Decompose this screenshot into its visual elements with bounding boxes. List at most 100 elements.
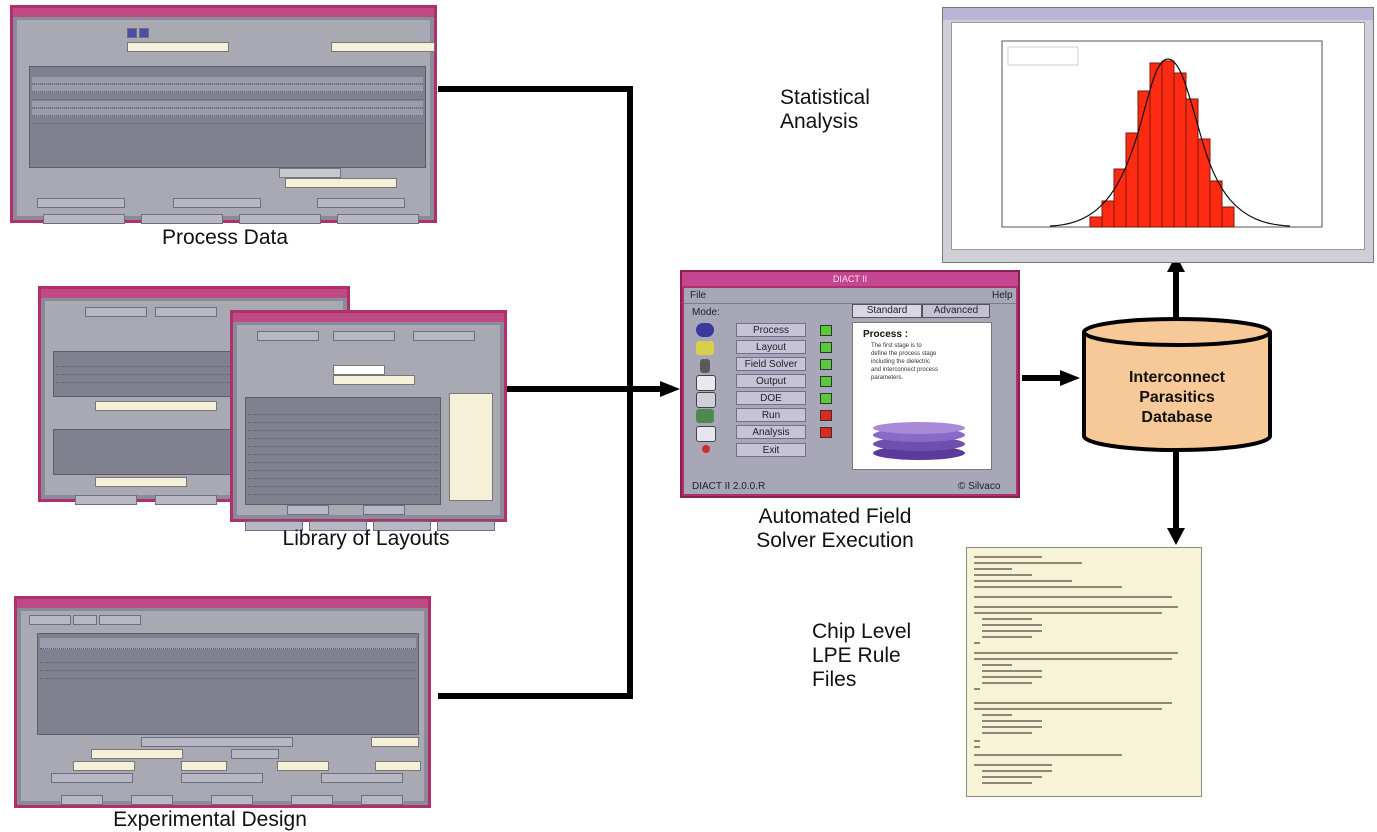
layout-icon	[696, 341, 714, 355]
caption-experimental-design: Experimental Design	[113, 808, 307, 831]
stage-info-line: define the process stage	[871, 351, 937, 357]
rule-file-text-lines	[974, 556, 1178, 784]
input-field[interactable]	[95, 477, 187, 487]
dialog-button[interactable]	[141, 214, 223, 224]
input-field[interactable]	[181, 761, 227, 771]
input-field[interactable]	[73, 761, 135, 771]
dialog-button[interactable]	[61, 795, 103, 805]
status-led-process	[820, 325, 832, 336]
menu-file[interactable]: File	[690, 290, 707, 301]
diact-titlebar: DIACT II	[682, 272, 1018, 286]
step-doe-button[interactable]: DOE	[736, 391, 806, 405]
diact-title: DIACT II	[832, 274, 868, 284]
dialog-button[interactable]	[131, 795, 173, 805]
status-led-output	[820, 376, 832, 387]
status-led-analysis	[820, 427, 832, 438]
process-icon	[696, 323, 714, 337]
action-button[interactable]	[181, 773, 263, 783]
toolbar-icon[interactable]	[127, 28, 137, 38]
dialog-button[interactable]	[43, 214, 125, 224]
step-output-button[interactable]: Output	[736, 374, 806, 388]
action-button[interactable]	[85, 307, 147, 317]
dropdown[interactable]	[141, 737, 293, 747]
dialog-button[interactable]	[155, 495, 217, 505]
copyright-label: © Silvaco	[958, 481, 1001, 492]
action-button[interactable]	[317, 198, 405, 208]
analysis-icon	[696, 426, 716, 442]
stats-legend	[1007, 46, 1079, 66]
tab[interactable]	[29, 615, 71, 625]
field-solver-icon	[700, 359, 710, 373]
input-field[interactable]	[95, 401, 217, 411]
version-label: DIACT II 2.0.0.R	[692, 481, 766, 492]
action-button[interactable]	[413, 331, 475, 341]
mode-standard-tab[interactable]: Standard	[852, 304, 922, 318]
tab[interactable]	[73, 615, 97, 625]
status-led-layout	[820, 342, 832, 353]
stats-menubar	[943, 8, 1373, 20]
step-field-solver-button[interactable]: Field Solver	[736, 357, 806, 371]
dialog-button[interactable]	[373, 521, 431, 531]
dialog-button[interactable]	[437, 521, 495, 531]
input-field[interactable]	[333, 375, 415, 385]
stage-info-line: parameters.	[871, 375, 904, 381]
layer-stack-icon	[873, 422, 965, 460]
mode-advanced-label: Advanced	[933, 305, 979, 316]
input-field[interactable]	[277, 761, 329, 771]
stage-info-line: including the dielectric	[871, 359, 931, 365]
input-field[interactable]	[333, 365, 385, 375]
input-field[interactable]	[375, 761, 421, 771]
action-button[interactable]	[173, 198, 261, 208]
input-field[interactable]	[279, 168, 341, 178]
step-analysis-button[interactable]: Analysis	[736, 425, 806, 439]
dialog-button[interactable]	[361, 795, 403, 805]
output-icon	[696, 375, 716, 391]
mode-standard-label: Standard	[866, 305, 908, 316]
action-button[interactable]	[333, 331, 395, 341]
input-field[interactable]	[91, 749, 183, 759]
layer-table	[29, 66, 426, 168]
dialog-button[interactable]	[211, 795, 253, 805]
stage-info-title: Process :	[863, 329, 909, 340]
action-button[interactable]	[51, 773, 133, 783]
action-button[interactable]	[363, 505, 405, 515]
caption-chip-level-lpe: Chip Level LPE Rule Files	[812, 620, 912, 691]
input-field[interactable]	[371, 737, 419, 747]
action-button[interactable]	[257, 331, 319, 341]
input-field[interactable]	[331, 42, 435, 52]
toolbar-icon[interactable]	[139, 28, 149, 38]
dialog-button[interactable]	[309, 521, 367, 531]
arrow-to-diact	[660, 381, 680, 397]
status-led-doe	[820, 393, 832, 404]
experimental-design-window	[14, 596, 431, 808]
dialog-button[interactable]	[239, 214, 321, 224]
step-run-button[interactable]: Run	[736, 408, 806, 422]
dialog-button[interactable]	[337, 214, 419, 224]
dialog-button[interactable]	[291, 795, 333, 805]
action-button[interactable]	[155, 307, 217, 317]
tab[interactable]	[99, 615, 141, 625]
dropdown[interactable]	[231, 749, 279, 759]
histogram-bars	[1089, 60, 1235, 228]
step-exit-button[interactable]: Exit	[736, 443, 806, 457]
histogram-chart	[1001, 40, 1323, 228]
action-button[interactable]	[37, 198, 125, 208]
parasitics-database-cylinder	[1082, 317, 1272, 452]
menu-help[interactable]: Help	[992, 290, 1013, 301]
window-titlebar	[13, 8, 434, 17]
mode-advanced-tab[interactable]: Advanced	[922, 304, 990, 318]
step-process-button[interactable]: Process	[736, 323, 806, 337]
action-button[interactable]	[287, 505, 329, 515]
stage-info-line: The first stage is to	[871, 343, 922, 349]
dialog-button[interactable]	[245, 521, 303, 531]
action-button[interactable]	[321, 773, 403, 783]
mode-label: Mode:	[692, 307, 720, 318]
exit-icon	[702, 445, 710, 453]
status-led-field-solver	[820, 359, 832, 370]
input-field[interactable]	[285, 178, 397, 188]
input-field[interactable]	[127, 42, 229, 52]
doe-icon	[696, 392, 716, 408]
step-layout-button[interactable]: Layout	[736, 340, 806, 354]
dialog-button[interactable]	[75, 495, 137, 505]
process-data-window	[10, 5, 437, 224]
